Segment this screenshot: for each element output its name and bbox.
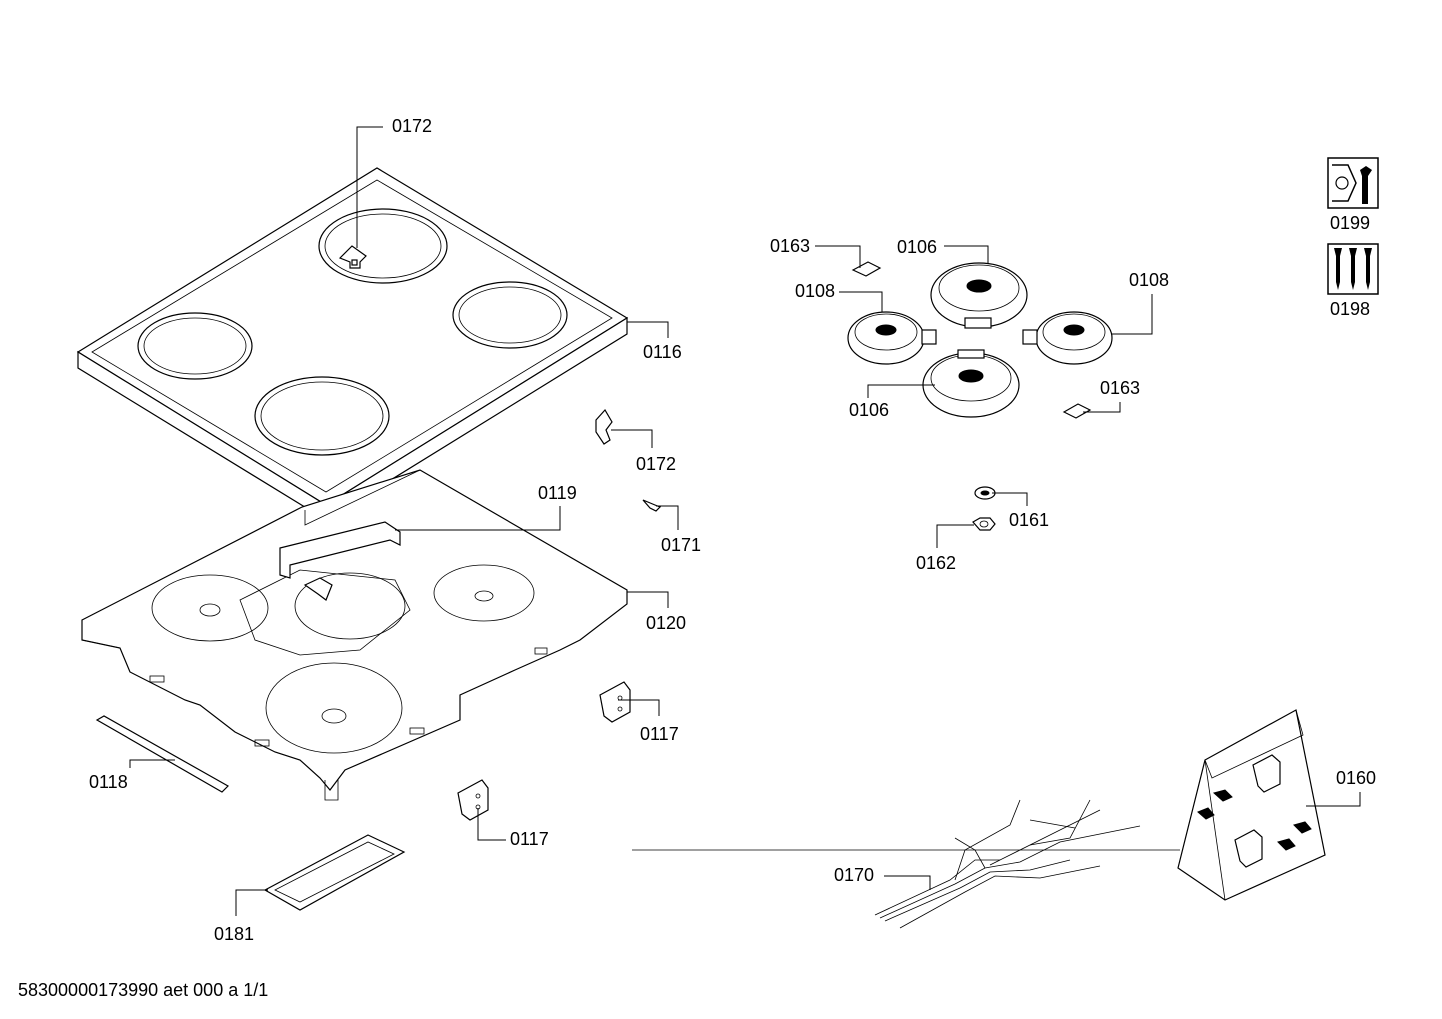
callout-0116: 0116	[643, 342, 682, 362]
callout-0162: 0162	[916, 553, 956, 573]
heating-element-rear[interactable]	[930, 262, 1028, 329]
element-bracket-1[interactable]	[851, 261, 882, 277]
base-tray[interactable]	[81, 469, 628, 801]
gasket-frame[interactable]	[263, 834, 406, 911]
mounting-clip-1[interactable]	[599, 681, 631, 723]
callout-0106-b: 0106	[849, 400, 889, 420]
heating-element-front[interactable]	[922, 349, 1020, 418]
heating-element-left[interactable]	[847, 311, 937, 365]
small-parts-bag[interactable]	[1177, 709, 1326, 901]
callout-0106-a: 0106	[897, 237, 937, 257]
callout-0199: 0199	[1330, 213, 1370, 233]
screw[interactable]	[642, 499, 662, 512]
callout-0172-top: 0172	[392, 116, 432, 136]
mounting-clip-2[interactable]	[457, 779, 489, 821]
screws-icon	[1327, 243, 1379, 295]
callout-0160: 0160	[1336, 768, 1376, 788]
callout-0161: 0161	[1009, 510, 1049, 530]
callout-0172-clip: 0172	[636, 454, 676, 474]
callout-0163-a: 0163	[770, 236, 810, 256]
support-bracket[interactable]	[279, 521, 401, 601]
callout-0108-a: 0108	[795, 281, 835, 301]
edge-strip[interactable]	[95, 715, 229, 793]
document-id: 58300000173990 aet 000 a 1/1	[18, 980, 269, 1000]
wrench-nut-icon	[1327, 157, 1379, 209]
retaining-clip[interactable]	[595, 408, 613, 445]
callout-0198: 0198	[1330, 299, 1370, 319]
callout-0181: 0181	[214, 924, 254, 944]
callout-0120: 0120	[646, 613, 686, 633]
callout-0163-b: 0163	[1100, 378, 1140, 398]
callout-0108-b: 0108	[1129, 270, 1169, 290]
element-bracket-2[interactable]	[1062, 403, 1092, 419]
wiring-harness[interactable]	[632, 799, 1180, 929]
callout-0119: 0119	[538, 483, 577, 503]
heating-element-right[interactable]	[1022, 311, 1113, 365]
glass-ceramic-hob-top[interactable]	[76, 167, 629, 521]
callout-0171: 0171	[661, 535, 701, 555]
callout-0170: 0170	[834, 865, 874, 885]
leader-lines	[129, 126, 1361, 916]
hex-nut[interactable]	[972, 517, 996, 531]
callout-0118: 0118	[89, 772, 128, 792]
callout-0117-b: 0117	[510, 829, 549, 849]
callout-0117-a: 0117	[640, 724, 679, 744]
